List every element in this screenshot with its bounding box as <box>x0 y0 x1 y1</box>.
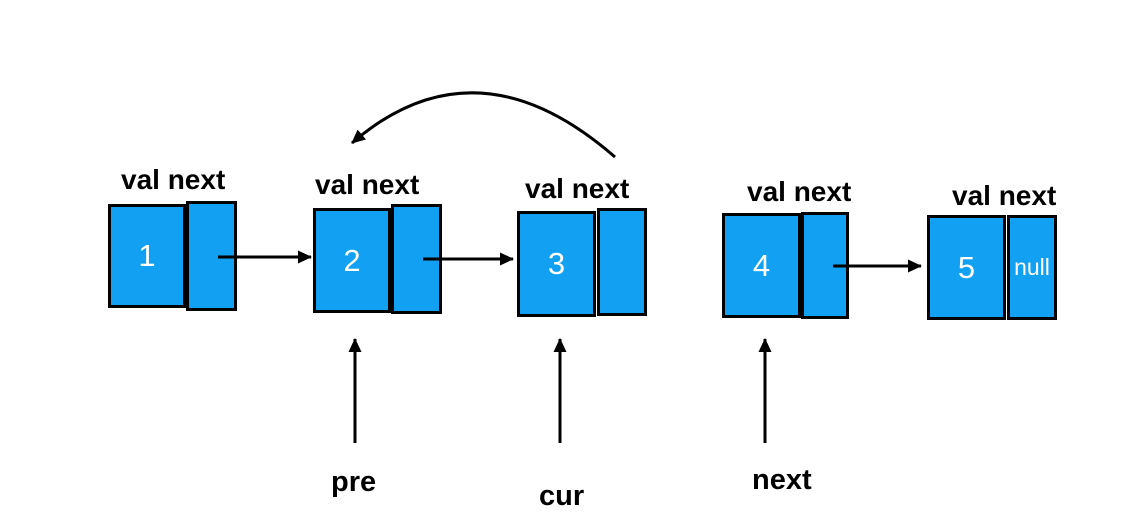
node1-header: val next <box>121 164 226 195</box>
pre-pointer-label: pre <box>331 466 377 498</box>
node4-next-box <box>801 212 849 319</box>
node3-val-box: 3 <box>517 211 596 317</box>
node4-header: val next <box>747 176 852 207</box>
node3-header: val next <box>525 173 630 204</box>
node3-next-box <box>597 208 647 316</box>
node5-next-box: null <box>1007 215 1057 320</box>
node2-header: val next <box>315 169 420 200</box>
node2-next-box <box>391 204 442 314</box>
node4-val-box: 4 <box>722 213 801 318</box>
node1-next-box <box>186 201 237 311</box>
node1-val-box: 1 <box>108 204 186 308</box>
arrow-node3-to-node2-curved <box>351 91 616 159</box>
node5-val-box: 5 <box>927 215 1006 320</box>
node2-val-box: 2 <box>313 208 391 313</box>
next-pointer-label: next <box>752 464 812 496</box>
cur-pointer-label: cur <box>539 480 585 512</box>
node5-header: val next <box>952 180 1057 211</box>
